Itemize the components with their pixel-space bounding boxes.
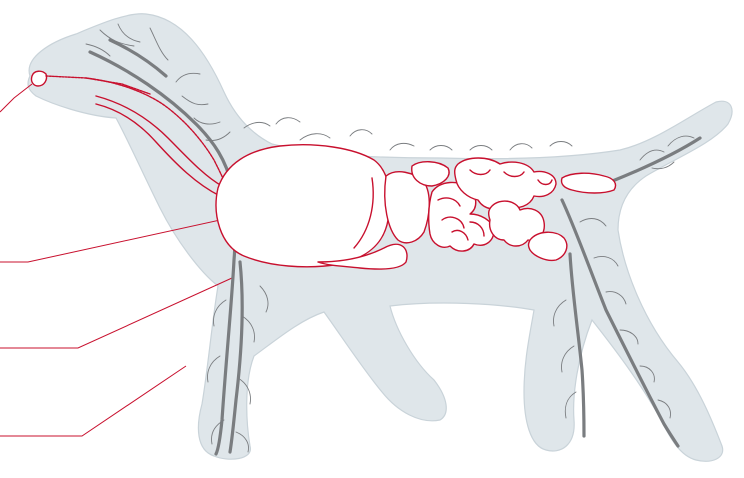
lungs — [216, 145, 390, 267]
nose-tip — [31, 71, 46, 86]
leader-line-vein — [0, 278, 232, 348]
rectum — [561, 173, 615, 193]
leader-line-nose — [0, 84, 32, 112]
leader-line-nerve — [0, 366, 186, 436]
